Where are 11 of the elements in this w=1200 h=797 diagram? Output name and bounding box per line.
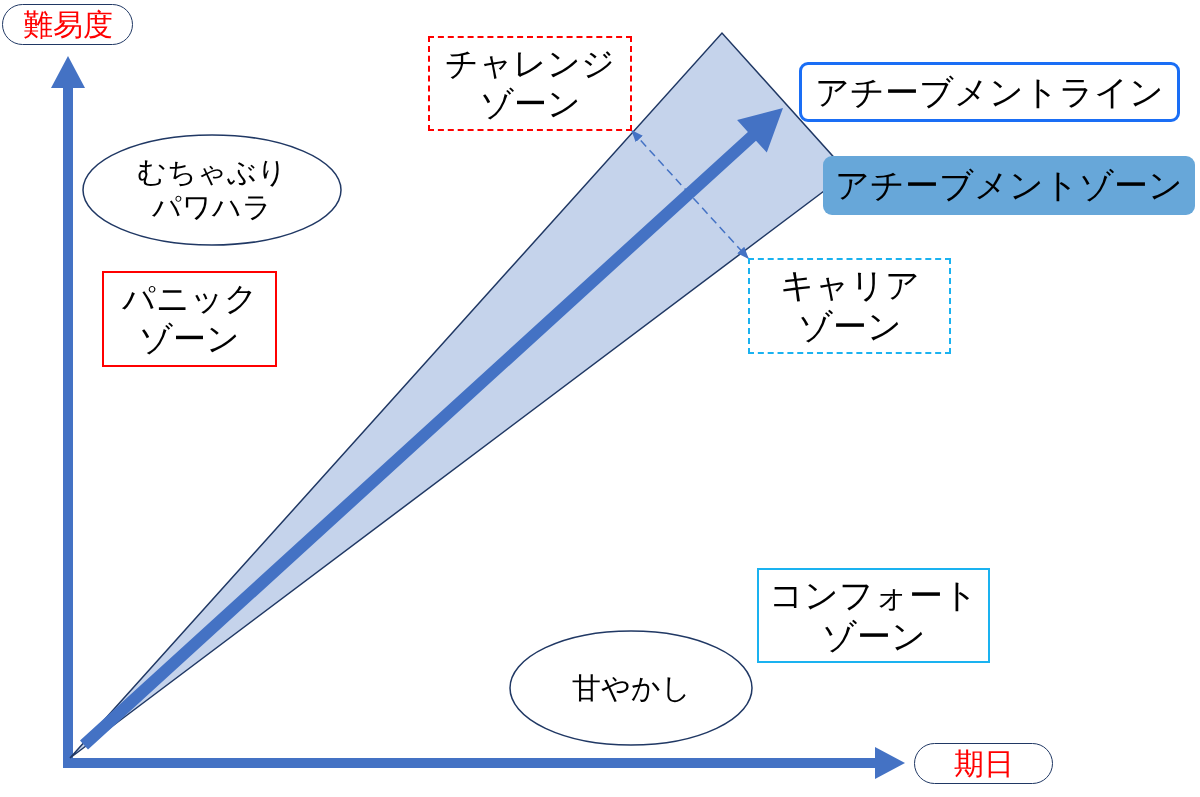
zone-label: キャリアゾーン xyxy=(748,258,951,354)
axis-label: 難易度 xyxy=(2,4,133,45)
double-arrow xyxy=(631,130,749,259)
ellipse-label: 甘やかし xyxy=(509,630,753,746)
zone-label: チャレンジゾーン xyxy=(428,36,632,131)
line-label: アチーブメントライン xyxy=(799,62,1180,122)
ellipse-label: むちゃぶりパワハラ xyxy=(82,134,342,246)
zone-banner: アチーブメントゾーン xyxy=(823,156,1195,215)
zone-label: コンフォートゾーン xyxy=(757,568,990,663)
axis-label: 期日 xyxy=(914,743,1053,784)
zone-label: パニックゾーン xyxy=(102,271,277,367)
